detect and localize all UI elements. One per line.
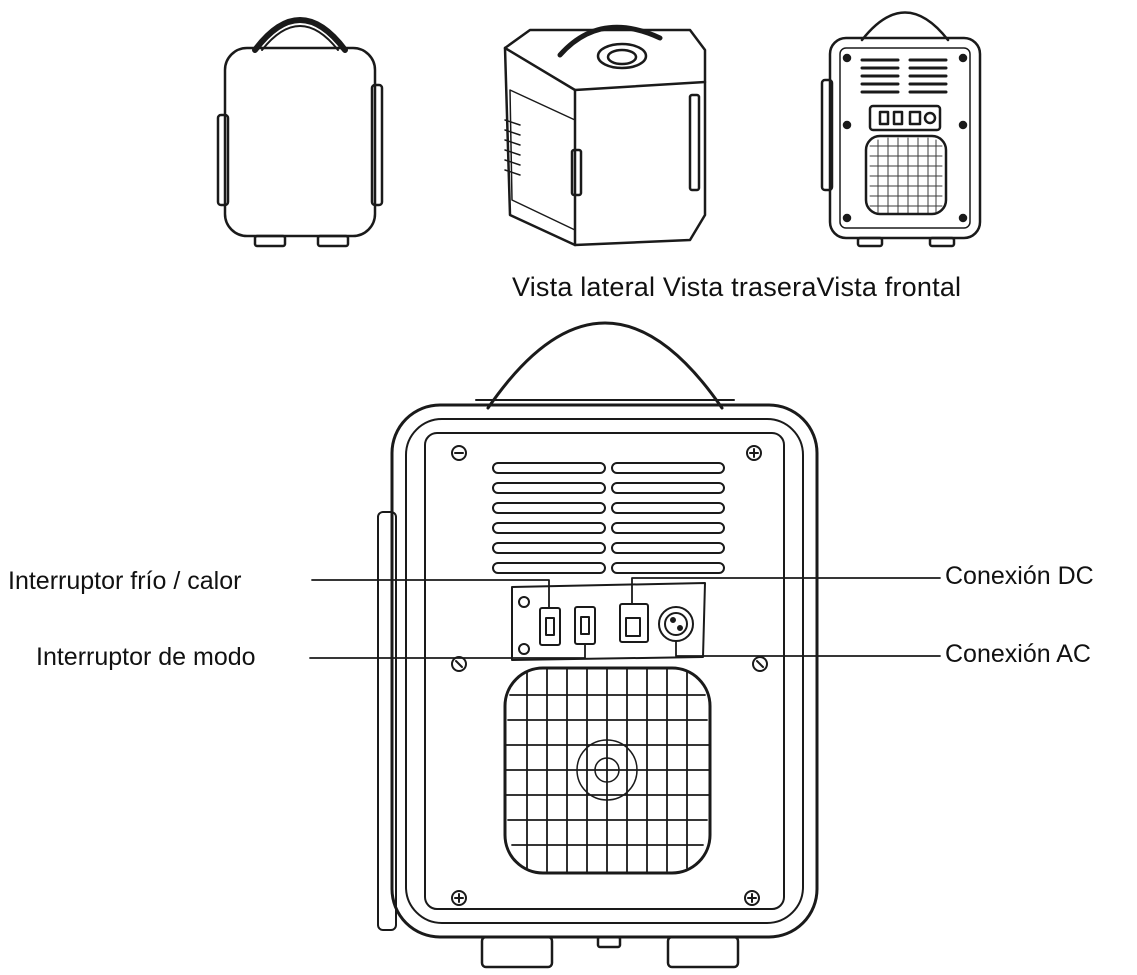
- three-quarter-view-drawing: [503, 24, 707, 247]
- mode-switch-drawing: [574, 606, 596, 645]
- ac-connection-label: Conexión AC: [945, 640, 1091, 668]
- vent-slots: [492, 462, 725, 574]
- dc-port-drawing: [619, 603, 649, 643]
- hot-cold-switch-label: Interruptor frío / calor: [8, 567, 242, 595]
- screws: [451, 445, 768, 906]
- fan-grille: [503, 666, 712, 875]
- hot-cold-switch-drawing: [539, 607, 561, 646]
- control-panel: [511, 582, 706, 661]
- mode-switch-label: Interruptor de modo: [36, 643, 256, 671]
- side-view-drawing: [216, 17, 384, 248]
- leader-lines: [309, 577, 941, 659]
- dc-connection-label: Conexión DC: [945, 562, 1094, 590]
- rear-view-large-drawing: [309, 321, 941, 969]
- rear-view-small-drawing: [820, 11, 982, 248]
- views-caption: Vista lateral Vista traseraVista frontal: [512, 272, 962, 302]
